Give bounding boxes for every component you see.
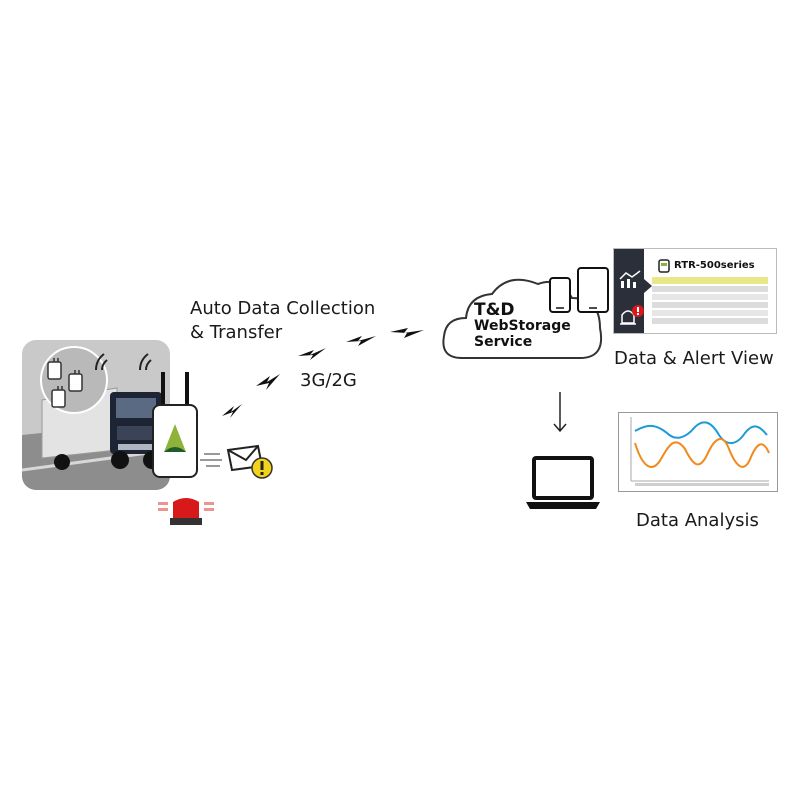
- cloud-title-line3: Service: [474, 334, 533, 350]
- screen-pointer: [644, 279, 652, 293]
- cloud-title-line2: WebStorage: [474, 318, 571, 334]
- lightning-signal-path: [222, 328, 424, 418]
- sensor-icon: [47, 358, 83, 408]
- tablet-icon: [577, 267, 609, 313]
- logger-logo: [164, 424, 186, 452]
- smartphone-icon: [549, 277, 571, 313]
- laptop-icon: [526, 456, 600, 509]
- device-icon: [658, 259, 670, 273]
- screen-sidebar: [614, 249, 644, 333]
- wifi-signal-icon: [95, 353, 152, 371]
- sensor-cluster: [22, 340, 170, 490]
- auto-collection-label-line1: Auto Data Collection: [190, 298, 376, 319]
- analysis-chart: [630, 417, 770, 486]
- table-row: [652, 294, 768, 300]
- table-row: [652, 310, 768, 316]
- warning-icon: [251, 457, 273, 479]
- alert-icon: [620, 305, 644, 325]
- device-series-label: RTR-500series: [674, 260, 755, 271]
- table-row-highlight: [652, 277, 768, 284]
- data-logger-device: [152, 372, 198, 478]
- data-analysis-label: Data Analysis: [636, 510, 759, 531]
- cloud-title-line1: T&D: [474, 300, 515, 320]
- mobile-devices: [549, 267, 609, 313]
- data-analysis-screen: [618, 412, 778, 492]
- network-label: 3G/2G: [300, 370, 357, 391]
- data-alert-screen: RTR-500series: [613, 248, 777, 334]
- chart-icon: [619, 270, 641, 288]
- table-row: [652, 318, 768, 324]
- table-row: [652, 286, 768, 292]
- series-blue-line: [634, 421, 768, 444]
- down-arrow-icon: [553, 392, 567, 433]
- alarm-light-icon: [158, 498, 214, 525]
- series-orange-line: [634, 438, 770, 468]
- auto-collection-label-line2: & Transfer: [190, 322, 283, 343]
- lightning-signal-icon: [222, 328, 424, 418]
- table-row: [652, 302, 768, 308]
- data-alert-view-label: Data & Alert View: [614, 348, 774, 369]
